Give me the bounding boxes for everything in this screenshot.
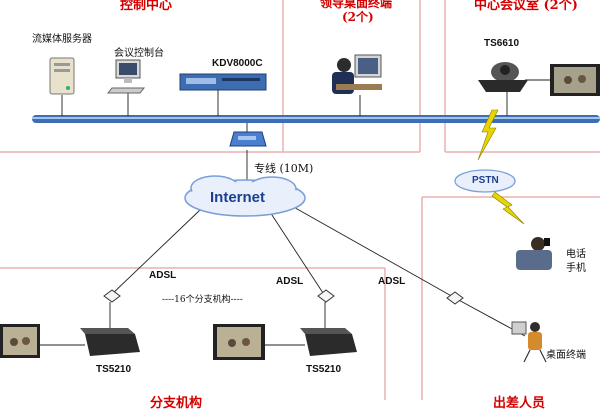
label-branches-note: ----16个分支机构---- bbox=[162, 295, 243, 305]
console-pc-icon bbox=[106, 59, 146, 94]
mcu-rack-icon bbox=[179, 73, 267, 91]
zone-title-branch: 分支机构 bbox=[150, 396, 203, 411]
lightning-icon bbox=[477, 109, 499, 161]
mobile-desktop-user-icon bbox=[511, 321, 547, 363]
ts5210-left-icon bbox=[80, 328, 140, 356]
zone-title-mobile: 出差人员 bbox=[493, 396, 546, 411]
label-ts5210-left: TS5210 bbox=[96, 364, 132, 375]
server-icon bbox=[49, 57, 75, 95]
label-internet: Internet bbox=[210, 189, 266, 206]
label-adsl-3: ADSL bbox=[378, 276, 406, 287]
label-adsl-1: ADSL bbox=[149, 270, 177, 281]
label-desktop-terminal: 桌面终端 bbox=[546, 350, 586, 361]
label-mobile-phone: 手机 bbox=[566, 263, 586, 274]
label-phone: 电话 bbox=[566, 249, 586, 260]
link-adsl-1 bbox=[109, 209, 201, 297]
zone-frames bbox=[0, 0, 600, 400]
label-ts5210-right: TS5210 bbox=[306, 364, 342, 375]
modem-icon-1 bbox=[103, 289, 121, 303]
zone-title-leader-count: (2个) bbox=[342, 10, 374, 24]
label-kdv: KDV8000C bbox=[212, 58, 263, 69]
switch-icon bbox=[229, 131, 267, 147]
branch-tv-right-icon bbox=[213, 324, 265, 360]
modem-icon-3 bbox=[446, 291, 464, 305]
label-ts6610: TS6610 bbox=[484, 38, 520, 49]
phone-user-icon bbox=[516, 237, 552, 270]
link-adsl-2 bbox=[269, 211, 326, 297]
lightning-links bbox=[477, 109, 525, 225]
desktop-user-icon bbox=[332, 54, 382, 94]
internet-cloud-icon bbox=[184, 175, 306, 217]
adsl-modem-icons bbox=[103, 289, 464, 305]
branch-tv-left-icon bbox=[0, 324, 40, 358]
label-leased-line: 专线 (10M) bbox=[254, 162, 314, 175]
zone-title-control-center: 控制中心 bbox=[120, 0, 173, 13]
meeting-tv-icon bbox=[550, 64, 600, 96]
modem-icon-2 bbox=[317, 289, 335, 303]
link-adsl-3 bbox=[289, 204, 456, 299]
pstn-cloud-icon bbox=[454, 169, 516, 193]
network-diagram bbox=[0, 0, 600, 400]
zone-title-leader-desktop: 领导桌面终端 bbox=[320, 0, 393, 10]
lan-bus bbox=[32, 88, 600, 132]
ts5210-right-icon bbox=[300, 328, 357, 356]
ts6610-icon bbox=[478, 62, 528, 92]
label-streaming-server: 流媒体服务器 bbox=[32, 34, 92, 45]
label-adsl-2: ADSL bbox=[276, 276, 304, 287]
label-pstn: PSTN bbox=[472, 175, 499, 186]
connection-lines bbox=[40, 79, 550, 346]
lightning-icon-2 bbox=[491, 191, 525, 225]
zone-title-meeting-room: 中心会议室 (2个) bbox=[474, 0, 578, 13]
label-conference-console: 会议控制台 bbox=[114, 48, 164, 59]
